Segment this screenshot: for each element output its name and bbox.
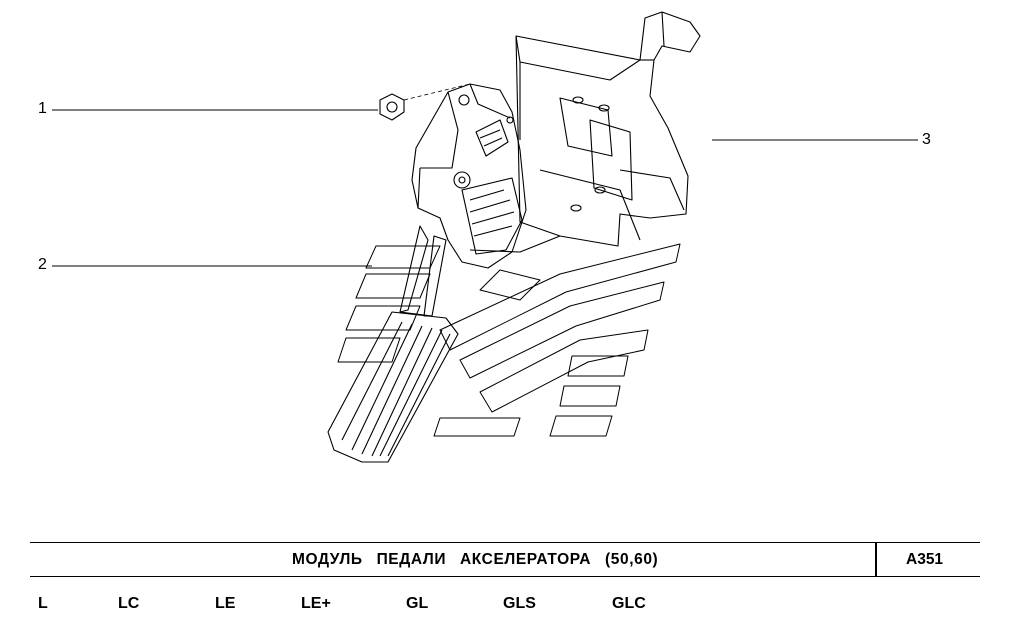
accelerator-pedal-module-drawing bbox=[52, 11, 918, 463]
mounting-bracket bbox=[469, 11, 701, 253]
variant-le: LE bbox=[215, 595, 236, 612]
callout-2: 2 bbox=[38, 256, 47, 273]
callout-1: 1 bbox=[38, 100, 47, 117]
pedal-arm bbox=[399, 225, 447, 317]
variant-l: L bbox=[38, 595, 48, 612]
pedal-pad bbox=[327, 311, 459, 463]
title-divider bbox=[875, 542, 877, 577]
page-title: МОДУЛЬ ПЕДАЛИ АКСЕЛЕРАТОРА (50,60) bbox=[292, 551, 659, 568]
variant-gls: GLS bbox=[503, 595, 536, 612]
title-bar bbox=[30, 542, 980, 577]
variant-gl: GL bbox=[406, 595, 429, 612]
nut bbox=[379, 83, 471, 121]
callout-3: 3 bbox=[922, 131, 931, 148]
pedal-sensor-housing bbox=[411, 83, 527, 269]
floor-stripes bbox=[337, 243, 681, 437]
leader-lines bbox=[52, 109, 918, 267]
variant-lc: LC bbox=[118, 595, 140, 612]
variant-glc: GLC bbox=[612, 595, 646, 612]
part-code: A351 bbox=[906, 551, 944, 568]
variant-le-plus: LE+ bbox=[301, 595, 331, 612]
